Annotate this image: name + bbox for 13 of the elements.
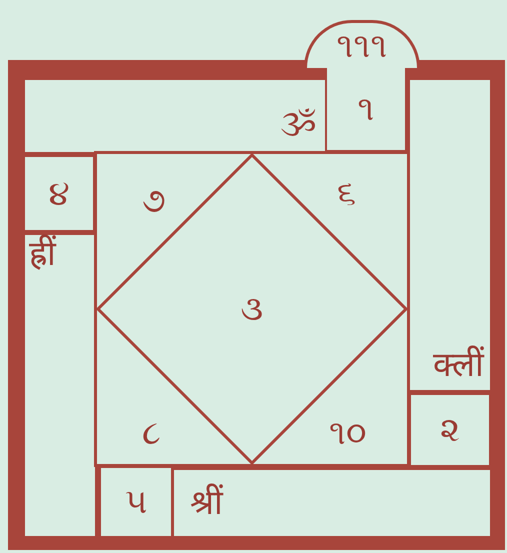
yantra-number: ૮ — [142, 416, 161, 450]
number-box: ૫ — [101, 468, 171, 536]
yantra-number: ૬ — [337, 176, 356, 210]
yantra-number: ૧૦ — [329, 416, 366, 450]
mantra-strip: श्रीं — [174, 470, 490, 536]
mantra-strip: ह्रीं — [25, 235, 95, 536]
mantra-strip: क्लीं — [410, 80, 490, 390]
mantra-band: ૐ — [25, 80, 325, 152]
number-box: ૨ — [411, 395, 489, 465]
number-box: ૪ — [25, 157, 93, 230]
yantra-number: ૭ — [142, 184, 166, 218]
number-box: ૧ — [327, 68, 405, 150]
circle-seal: ૧૧૧ — [304, 20, 420, 68]
